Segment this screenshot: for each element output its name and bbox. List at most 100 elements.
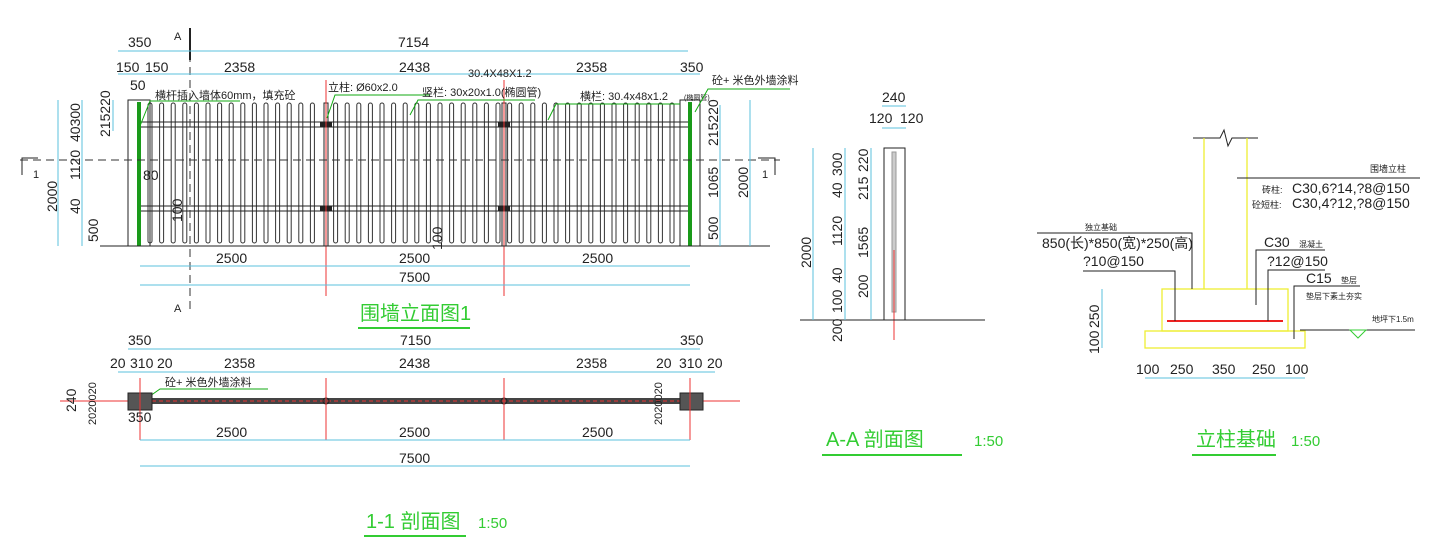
fence-elevation: 1 1 A A 350 7154 150 150 2358 2438 2358 … <box>20 28 798 329</box>
note-coating: 砼+ 米色外墙涂料 <box>712 73 798 87</box>
dim-text: 2000 <box>735 167 751 198</box>
leader-line <box>1293 285 1360 339</box>
leader-line <box>1267 269 1325 321</box>
leader-line <box>547 103 680 121</box>
picket <box>599 102 605 244</box>
dim-text: 2500 <box>216 424 247 440</box>
picket <box>565 102 571 244</box>
section-aa-title: A-A 剖面图 <box>826 428 924 451</box>
picket <box>414 102 420 244</box>
compaction-note: 垫层下素土夯实 <box>1306 291 1362 301</box>
elevation-title: 围墙立面图1 <box>360 302 471 325</box>
dim-text: 350 <box>128 409 152 425</box>
section-aa-scale: 1:50 <box>974 433 1003 450</box>
section-label-a: A <box>174 303 182 315</box>
note-rail-tag: (椭圆管) <box>684 93 710 102</box>
dim-text: 220 <box>855 148 871 172</box>
dim-text: 2500 <box>399 250 430 266</box>
dim-text: 2358 <box>576 355 607 371</box>
concrete-grade: C30 <box>1264 234 1290 250</box>
picket <box>240 102 246 244</box>
dim-text: 40 <box>67 198 83 214</box>
dim-text: 2358 <box>224 59 255 75</box>
picket <box>402 102 408 244</box>
dim-text: 100 <box>429 226 445 250</box>
dim-text: 40300 <box>67 103 83 142</box>
dim-text: 250 <box>1252 361 1276 377</box>
section-a-a: 240 120 120 2000 200 300 40 1120 40 100 … <box>798 89 1003 456</box>
dim-text: 310 <box>679 355 703 371</box>
leader-line <box>149 388 268 397</box>
dim-text: 50 <box>130 77 146 93</box>
picket <box>391 102 397 244</box>
picket <box>623 102 629 244</box>
dim-text: 80 <box>143 167 159 183</box>
dim-text: 100 <box>169 198 185 222</box>
picket <box>460 102 466 244</box>
dim-text: 350 <box>680 59 704 75</box>
picket <box>193 102 199 244</box>
dim-text: 250 <box>1170 361 1194 377</box>
dim-text: 40 <box>829 182 845 198</box>
dim-text: 250 <box>1086 304 1102 328</box>
dim-text: 2500 <box>582 424 613 440</box>
note-picket: 竖栏: 30x20x1.0(椭圆管) <box>422 85 541 99</box>
picket <box>356 102 362 244</box>
note-post: 立柱: Ø60x2.0 <box>328 80 398 94</box>
pickets <box>147 102 675 244</box>
dim-text: 200 <box>829 318 845 342</box>
rail-spec: 30.4X48X1.2 <box>468 68 532 80</box>
footing <box>1161 288 1289 332</box>
spec-tag: 砖柱: <box>1262 184 1283 195</box>
rebar-top: ?12@150 <box>1267 253 1328 269</box>
break-line <box>1193 128 1258 148</box>
picket <box>309 102 315 244</box>
dim-text: 200 <box>855 274 871 298</box>
footing-size: 850(长)*850(宽)*250(高) <box>1042 235 1193 251</box>
dim-text: 215 <box>855 176 871 200</box>
dim-text: 2500 <box>582 250 613 266</box>
picket <box>205 102 211 244</box>
dim-text: 7500 <box>399 450 430 466</box>
note-insert: 横杆插入墙体60mm，填充砼 <box>155 88 296 102</box>
picket <box>553 102 559 244</box>
picket <box>657 102 663 244</box>
dim-text: 350 <box>128 34 152 50</box>
dim-text: 40 <box>829 267 845 283</box>
leader-line <box>1037 232 1193 289</box>
bedding-layer <box>1144 330 1306 349</box>
dim-text: 1120 <box>829 216 845 246</box>
dim-text: 7154 <box>398 34 429 50</box>
depth-label: 地坪下1.5m <box>1372 314 1414 324</box>
dim-text: 150 <box>116 59 140 75</box>
section-label-a: A <box>174 31 182 43</box>
dim-text: 350 <box>1212 361 1236 377</box>
dim-text: 350 <box>128 332 152 348</box>
dim-text: 500 <box>705 216 721 240</box>
spec-brick-column: C30,6?14,?8@150 <box>1292 180 1410 196</box>
picket <box>367 102 373 244</box>
dim-text: 2438 <box>399 59 430 75</box>
fence-rail-plan <box>152 398 680 404</box>
dim-text: 350 <box>680 332 704 348</box>
leader-line <box>409 99 535 116</box>
dim-text: 2500 <box>399 424 430 440</box>
leader-line <box>694 88 790 113</box>
picket <box>333 102 339 244</box>
label-column: 围墙立柱 <box>1370 163 1406 174</box>
dim-text: 20 <box>707 355 723 371</box>
picket <box>344 102 350 244</box>
level-marker-icon <box>1348 329 1368 339</box>
dim-text: 310 <box>130 355 154 371</box>
foundation-title: 立柱基础 <box>1196 428 1276 451</box>
picket <box>275 102 281 244</box>
picket <box>159 102 165 244</box>
bedding-tag: 垫层 <box>1341 275 1357 285</box>
picket <box>170 102 176 244</box>
dim-text: 120 <box>900 110 924 126</box>
picket <box>298 102 304 244</box>
column-foundation: 围墙立柱 砖柱: C30,6?14,?8@150 砼短柱: C30,4?12,?… <box>1037 128 1420 456</box>
dim-text: 100 <box>829 289 845 313</box>
